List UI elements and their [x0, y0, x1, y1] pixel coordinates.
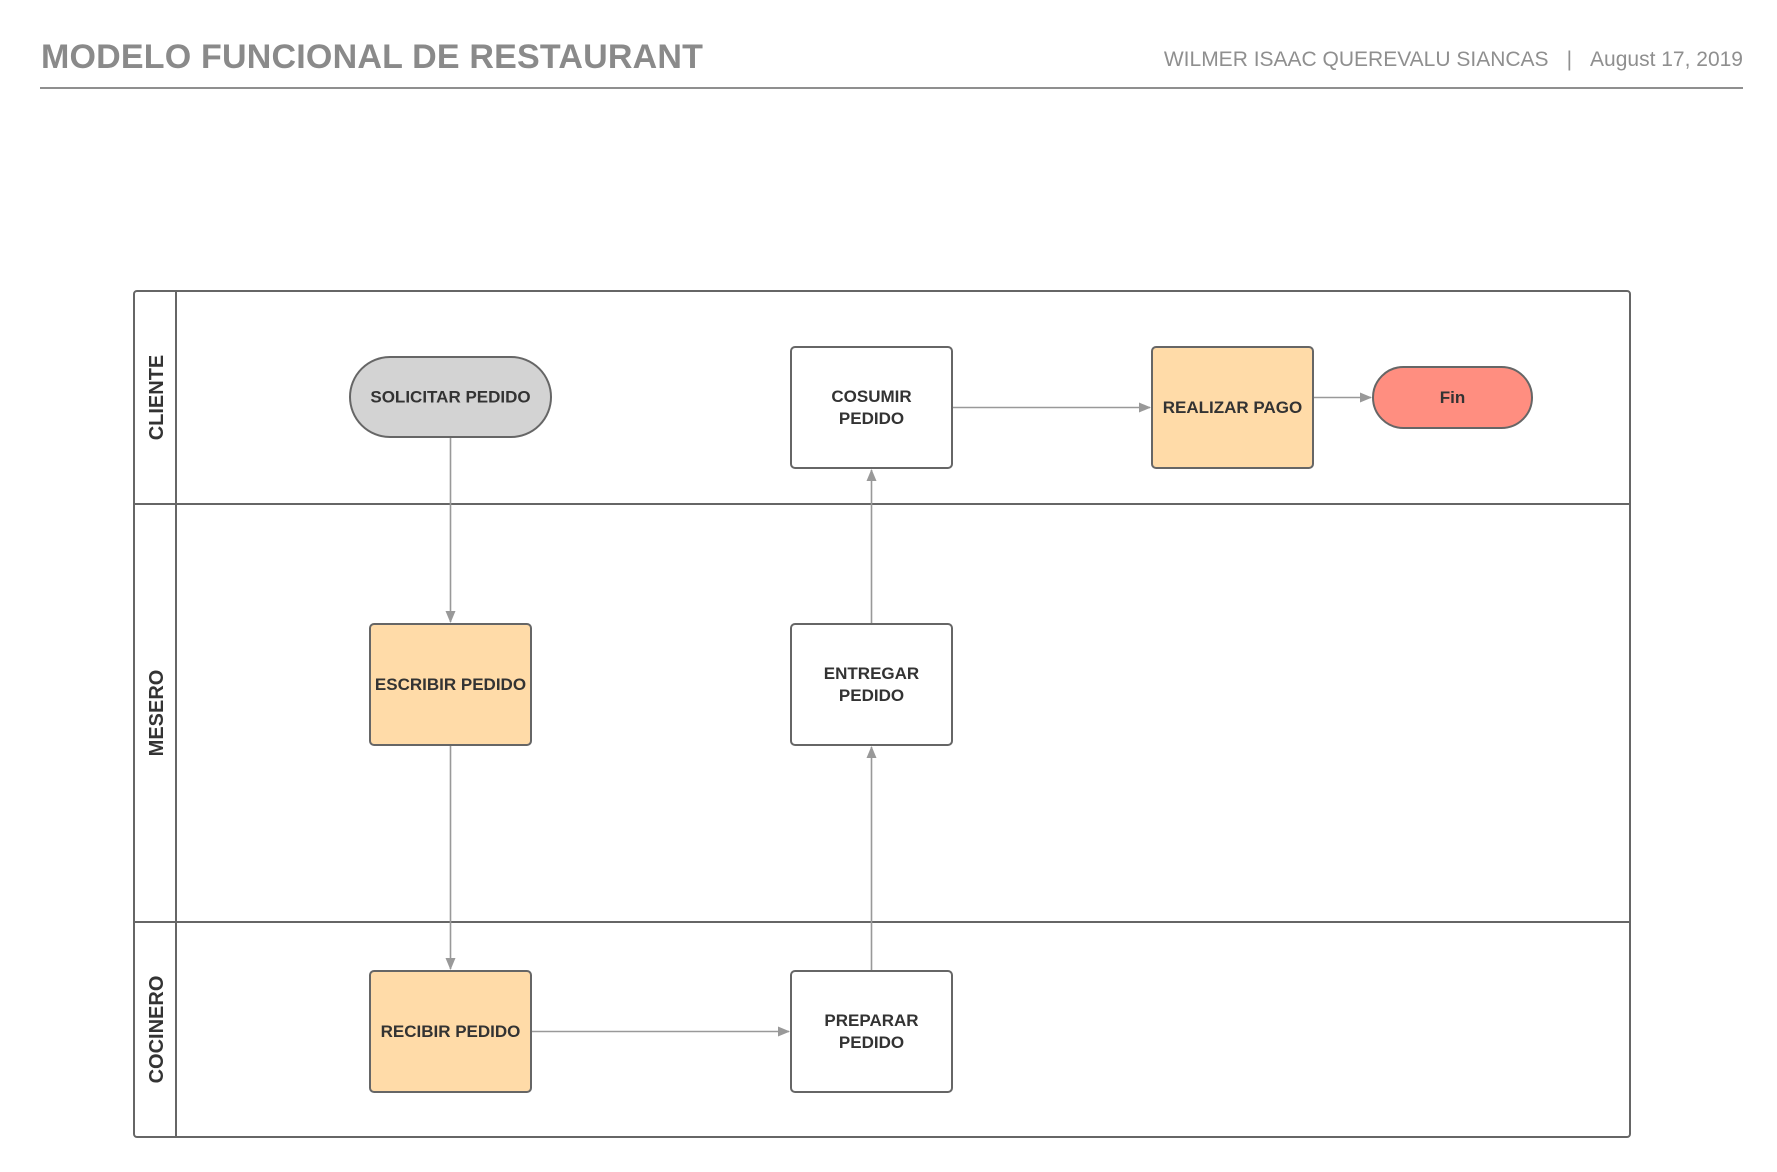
node-cosumir: COSUMIR PEDIDO	[790, 346, 953, 469]
node-escribir: ESCRIBIR PEDIDO	[369, 623, 532, 746]
node-cosumir-shape	[790, 346, 953, 469]
node-realizar: REALIZAR PAGO	[1151, 346, 1314, 469]
node-fin: Fin	[1372, 366, 1533, 429]
lane-label-cliente: CLIENTE	[146, 355, 168, 441]
node-preparar: PREPARAR PEDIDO	[790, 970, 953, 1093]
node-escribir-label: ESCRIBIR PEDIDO	[375, 675, 526, 694]
lane-label-mesero: MESERO	[146, 670, 168, 757]
node-fin-label: Fin	[1440, 388, 1466, 407]
node-solicitar: SOLICITAR PEDIDO	[349, 356, 552, 438]
node-realizar-shape	[1151, 346, 1314, 469]
document-meta: WILMER ISAAC QUEREVALU SIANCAS | August 17…	[1164, 48, 1743, 72]
header-divider	[40, 87, 1743, 89]
node-solicitar-label: SOLICITAR PEDIDO	[370, 388, 530, 407]
document-date: August 17, 2019	[1590, 48, 1743, 71]
node-preparar-shape	[790, 970, 953, 1093]
node-recibir-shape	[369, 970, 532, 1093]
meta-separator: |	[1566, 48, 1573, 71]
node-escribir-shape	[369, 623, 532, 746]
page-title: MODELO FUNCIONAL DE RESTAURANT	[41, 38, 704, 76]
flow-connectors	[445, 392, 1372, 1037]
flow-nodes: SOLICITAR PEDIDO COSUMIR PEDIDO REALIZAR PA…	[349, 346, 1533, 1093]
node-recibir: RECIBIR PEDIDO	[369, 970, 532, 1093]
node-fin-shape	[1372, 366, 1533, 429]
node-cosumir-label: PEDIDO	[839, 409, 904, 428]
node-preparar-label: PREPARAR	[824, 1011, 918, 1030]
node-cosumir-label: COSUMIR	[831, 387, 911, 406]
node-solicitar-shape	[349, 356, 552, 438]
node-entregar-label: PEDIDO	[839, 686, 904, 705]
node-preparar-label: PEDIDO	[839, 1033, 904, 1052]
node-recibir-label: RECIBIR PEDIDO	[381, 1022, 521, 1041]
author-name: WILMER ISAAC QUEREVALU SIANCAS	[1163, 48, 1549, 71]
node-entregar-shape	[790, 623, 953, 746]
node-entregar: ENTREGAR PEDIDO	[790, 623, 953, 746]
node-entregar-label: ENTREGAR	[824, 664, 919, 683]
node-realizar-label: REALIZAR PAGO	[1163, 398, 1302, 417]
lane-label-cocinero: COCINERO	[146, 976, 168, 1084]
